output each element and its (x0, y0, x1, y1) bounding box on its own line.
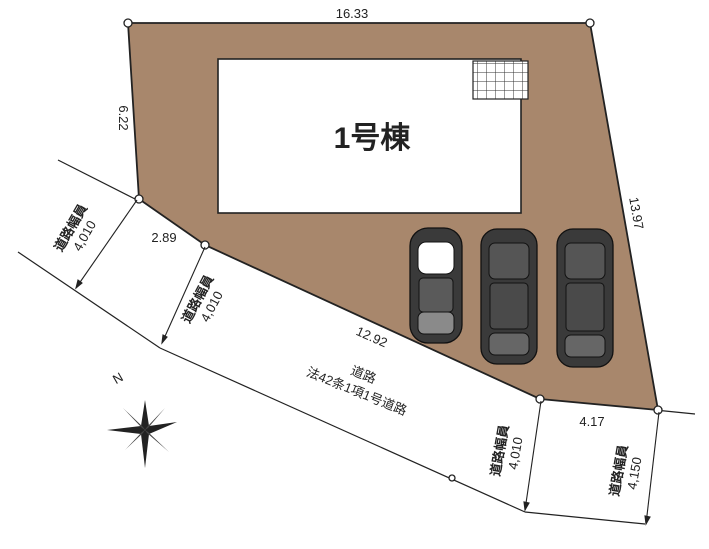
lot-corner-markers (123, 18, 663, 482)
road-width-1: 道路幅員 4,010 (51, 201, 99, 254)
dim-top-width: 16.33 (336, 6, 369, 21)
stair-grid (472, 60, 529, 100)
road-width-value-4: 4,150 (624, 456, 644, 491)
road-width-2: 道路幅員 4,010 (179, 273, 226, 326)
dim-right-side: 13.97 (626, 196, 646, 231)
car-2 (480, 228, 538, 365)
dim-left-upper: 6.22 (116, 105, 131, 130)
compass-icon (107, 400, 177, 468)
road-width-value-3: 4,010 (505, 436, 525, 471)
road-width-3: 道路幅員 4,010 (488, 424, 526, 478)
main-road-label: 道路 法42条1項1号道路 (304, 363, 409, 418)
road-width-dimension-lines (75, 199, 660, 526)
building-footprint (217, 58, 522, 214)
road-outlines (17, 159, 696, 525)
compass-north-label: N (110, 369, 126, 387)
car-3 (556, 228, 614, 368)
road-width-4: 道路幅員 4,150 (607, 444, 645, 498)
dim-bottom-right: 4.17 (579, 414, 604, 429)
building-label: 1号棟 (334, 122, 412, 155)
car-1 (409, 227, 463, 344)
dim-left-lower: 2.89 (151, 230, 176, 245)
